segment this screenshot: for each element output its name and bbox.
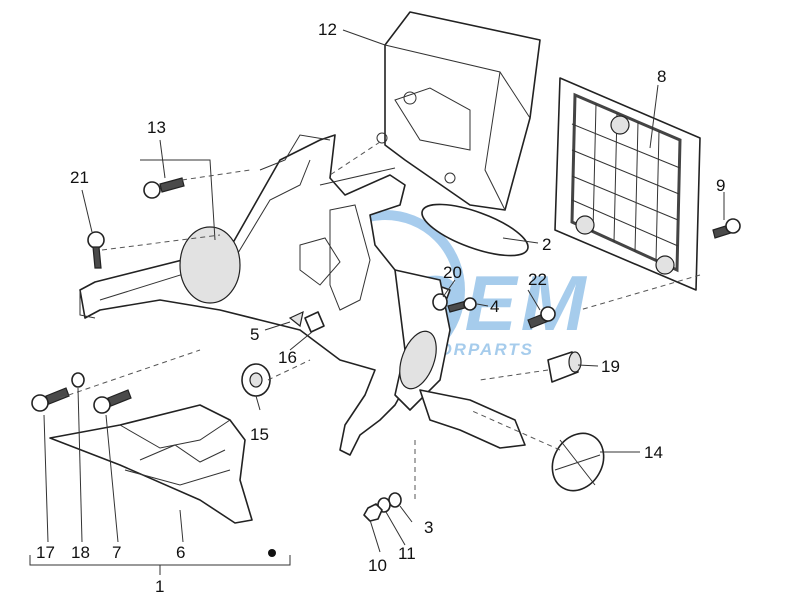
- main-mudguard-frame: [79, 134, 526, 456]
- part-3-washer: [388, 492, 402, 508]
- callout-14: 14: [644, 443, 663, 462]
- callout-18: 18: [71, 543, 90, 562]
- callout-9: 9: [716, 176, 725, 195]
- callout-2: 2: [542, 235, 551, 254]
- part-19-spacer: [547, 351, 582, 383]
- part-17-screw: [31, 387, 70, 412]
- part-10-nut: [363, 503, 383, 522]
- part-18-washer: [71, 372, 85, 388]
- callout-10: 10: [368, 556, 387, 575]
- callout-22: 22: [528, 270, 547, 289]
- part-20-washer: [432, 293, 448, 311]
- callout-3: 3: [424, 518, 433, 537]
- callout-11: 11: [398, 544, 416, 563]
- callout-6: 6: [176, 543, 185, 562]
- callout-20: 20: [443, 263, 462, 282]
- part-7-screw: [93, 389, 132, 414]
- part-4-screw: [447, 297, 477, 313]
- reference-dot: [268, 549, 276, 557]
- part-13-screw: [143, 177, 185, 199]
- part-16-bushing: [304, 311, 325, 333]
- alignment-lines: [59, 141, 701, 500]
- callout-13: 13: [147, 118, 166, 137]
- part-2-lens: [421, 203, 529, 257]
- part-15-grommet: [241, 363, 271, 397]
- part-21-screw: [87, 231, 105, 269]
- part-8-plate-holder: [554, 77, 701, 291]
- callout-12: 12: [318, 20, 337, 39]
- part-14-reflector: [551, 432, 605, 492]
- part-9-screw: [712, 218, 741, 239]
- callout-16: 16: [278, 348, 297, 367]
- part-6-splash-guard: [49, 404, 253, 524]
- callout-labels: 12 8 9 2 20 22 4 19 14 13 21 5 16 15 3 1…: [36, 20, 725, 596]
- part-12-light-housing: [376, 11, 541, 211]
- callout-1: 1: [155, 577, 164, 596]
- callout-15: 15: [250, 425, 269, 444]
- callout-19: 19: [601, 357, 620, 376]
- part-22-screw: [527, 306, 556, 329]
- callout-8: 8: [657, 67, 666, 86]
- leader-lines: [29, 29, 725, 575]
- part-5-clip: [288, 310, 304, 328]
- callout-4: 4: [490, 297, 499, 316]
- callout-5: 5: [250, 325, 259, 344]
- callout-17: 17: [36, 543, 55, 562]
- callout-21: 21: [70, 168, 89, 187]
- callout-7: 7: [112, 543, 121, 562]
